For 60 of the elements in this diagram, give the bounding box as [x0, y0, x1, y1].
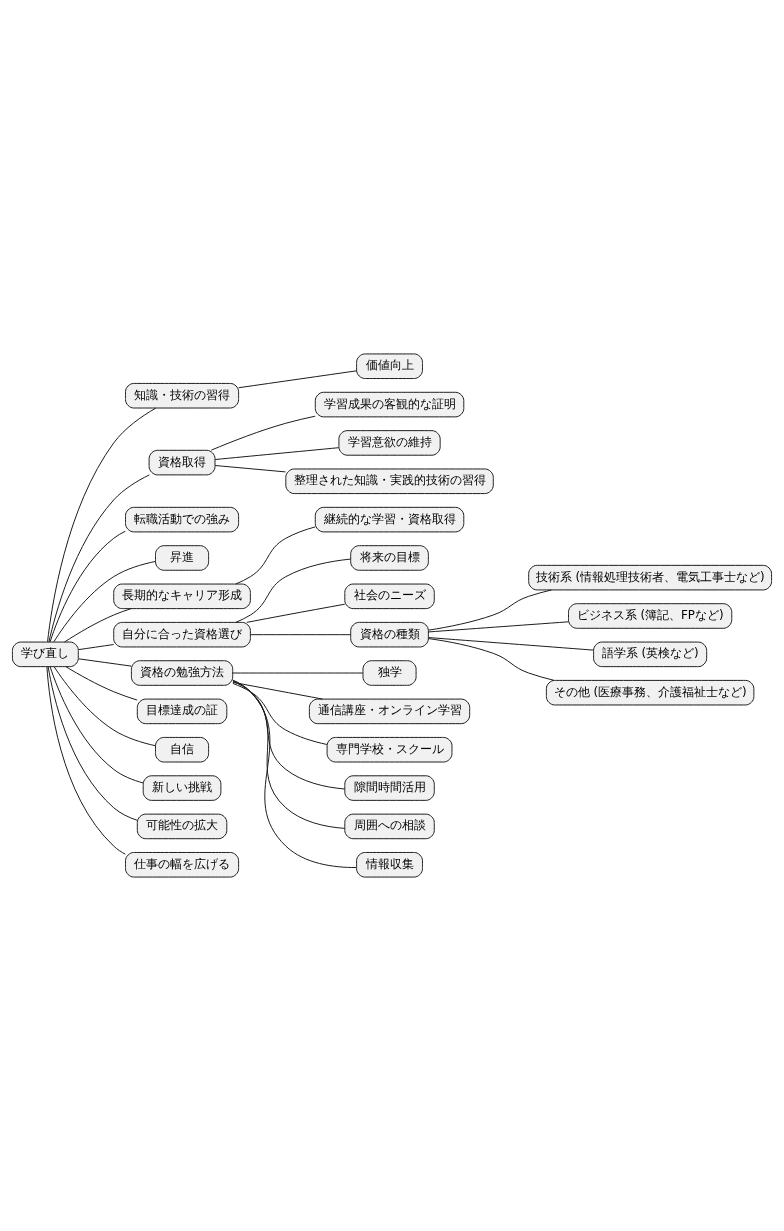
connector [53, 666, 156, 747]
connector [232, 681, 324, 700]
node-box: 語学系 (英検など) [593, 641, 708, 668]
connector [427, 621, 569, 633]
node-box: 知識・技術の習得 [125, 382, 240, 409]
node-box: 専門学校・スクール [326, 736, 453, 763]
connector [78, 658, 132, 667]
connector [235, 526, 316, 585]
connector [214, 465, 286, 473]
connector [47, 407, 157, 643]
connector [235, 558, 351, 623]
connector [48, 474, 150, 643]
connector [232, 681, 346, 790]
connector [232, 682, 328, 745]
node-box: 学習成果の客観的な証明 [314, 391, 465, 418]
node-box: 新しい挑戦 [142, 775, 222, 801]
connector [78, 644, 115, 651]
connector [427, 637, 594, 651]
connector [46, 666, 126, 855]
node-box: 通信講座・オンライン学習 [308, 698, 471, 725]
connector [214, 447, 340, 460]
node-box: 将来の目標 [350, 545, 429, 571]
node-box: 目標達成の証 [136, 698, 228, 725]
connector [238, 370, 358, 389]
node-box: 整理された知識・実践的技術の習得 [285, 468, 494, 495]
connector [210, 415, 316, 451]
node-box: 仕事の幅を広げる [125, 852, 240, 878]
connector [49, 666, 144, 784]
node-box: 自分に合った資格選び [113, 621, 251, 648]
node-box: ビジネス系 (簿記、FPなど) [568, 603, 733, 629]
node-box: 転職活動での強み [125, 506, 240, 533]
node-box: 昇進 [155, 545, 210, 571]
connector [47, 666, 138, 821]
node-box: 学習意欲の維持 [338, 430, 441, 456]
node-box: 継続的な学習・資格取得 [314, 506, 465, 533]
node-box: 社会のニーズ [344, 583, 435, 610]
node-box: 独学 [362, 660, 417, 686]
node-box: 学び直し [11, 641, 79, 668]
connector [232, 679, 357, 869]
node-box: 資格の種類 [350, 621, 429, 648]
node-box: その他 (医療事務、介護福祉士など) [545, 679, 755, 706]
node-box: 資格の勉強方法 [130, 660, 234, 686]
node-box: 資格取得 [148, 449, 216, 476]
node-box: 価値向上 [356, 353, 423, 379]
connector [246, 603, 346, 623]
node-box: 周囲への相談 [344, 813, 435, 840]
node-box: 可能性の拡大 [136, 813, 228, 840]
connector [232, 672, 364, 674]
connector [250, 634, 352, 636]
node-box: 情報収集 [356, 852, 423, 878]
connector [232, 680, 346, 829]
connector [49, 530, 126, 643]
node-box: 自信 [155, 736, 210, 763]
connector [427, 638, 555, 681]
node-box: 隙間時間活用 [344, 775, 435, 801]
connector [65, 666, 138, 701]
node-box: 技術系 (情報処理技術者、電気工事士など) [528, 564, 773, 591]
connector [428, 589, 552, 631]
connector [53, 561, 156, 643]
node-box: 長期的なキャリア形成 [113, 583, 251, 610]
